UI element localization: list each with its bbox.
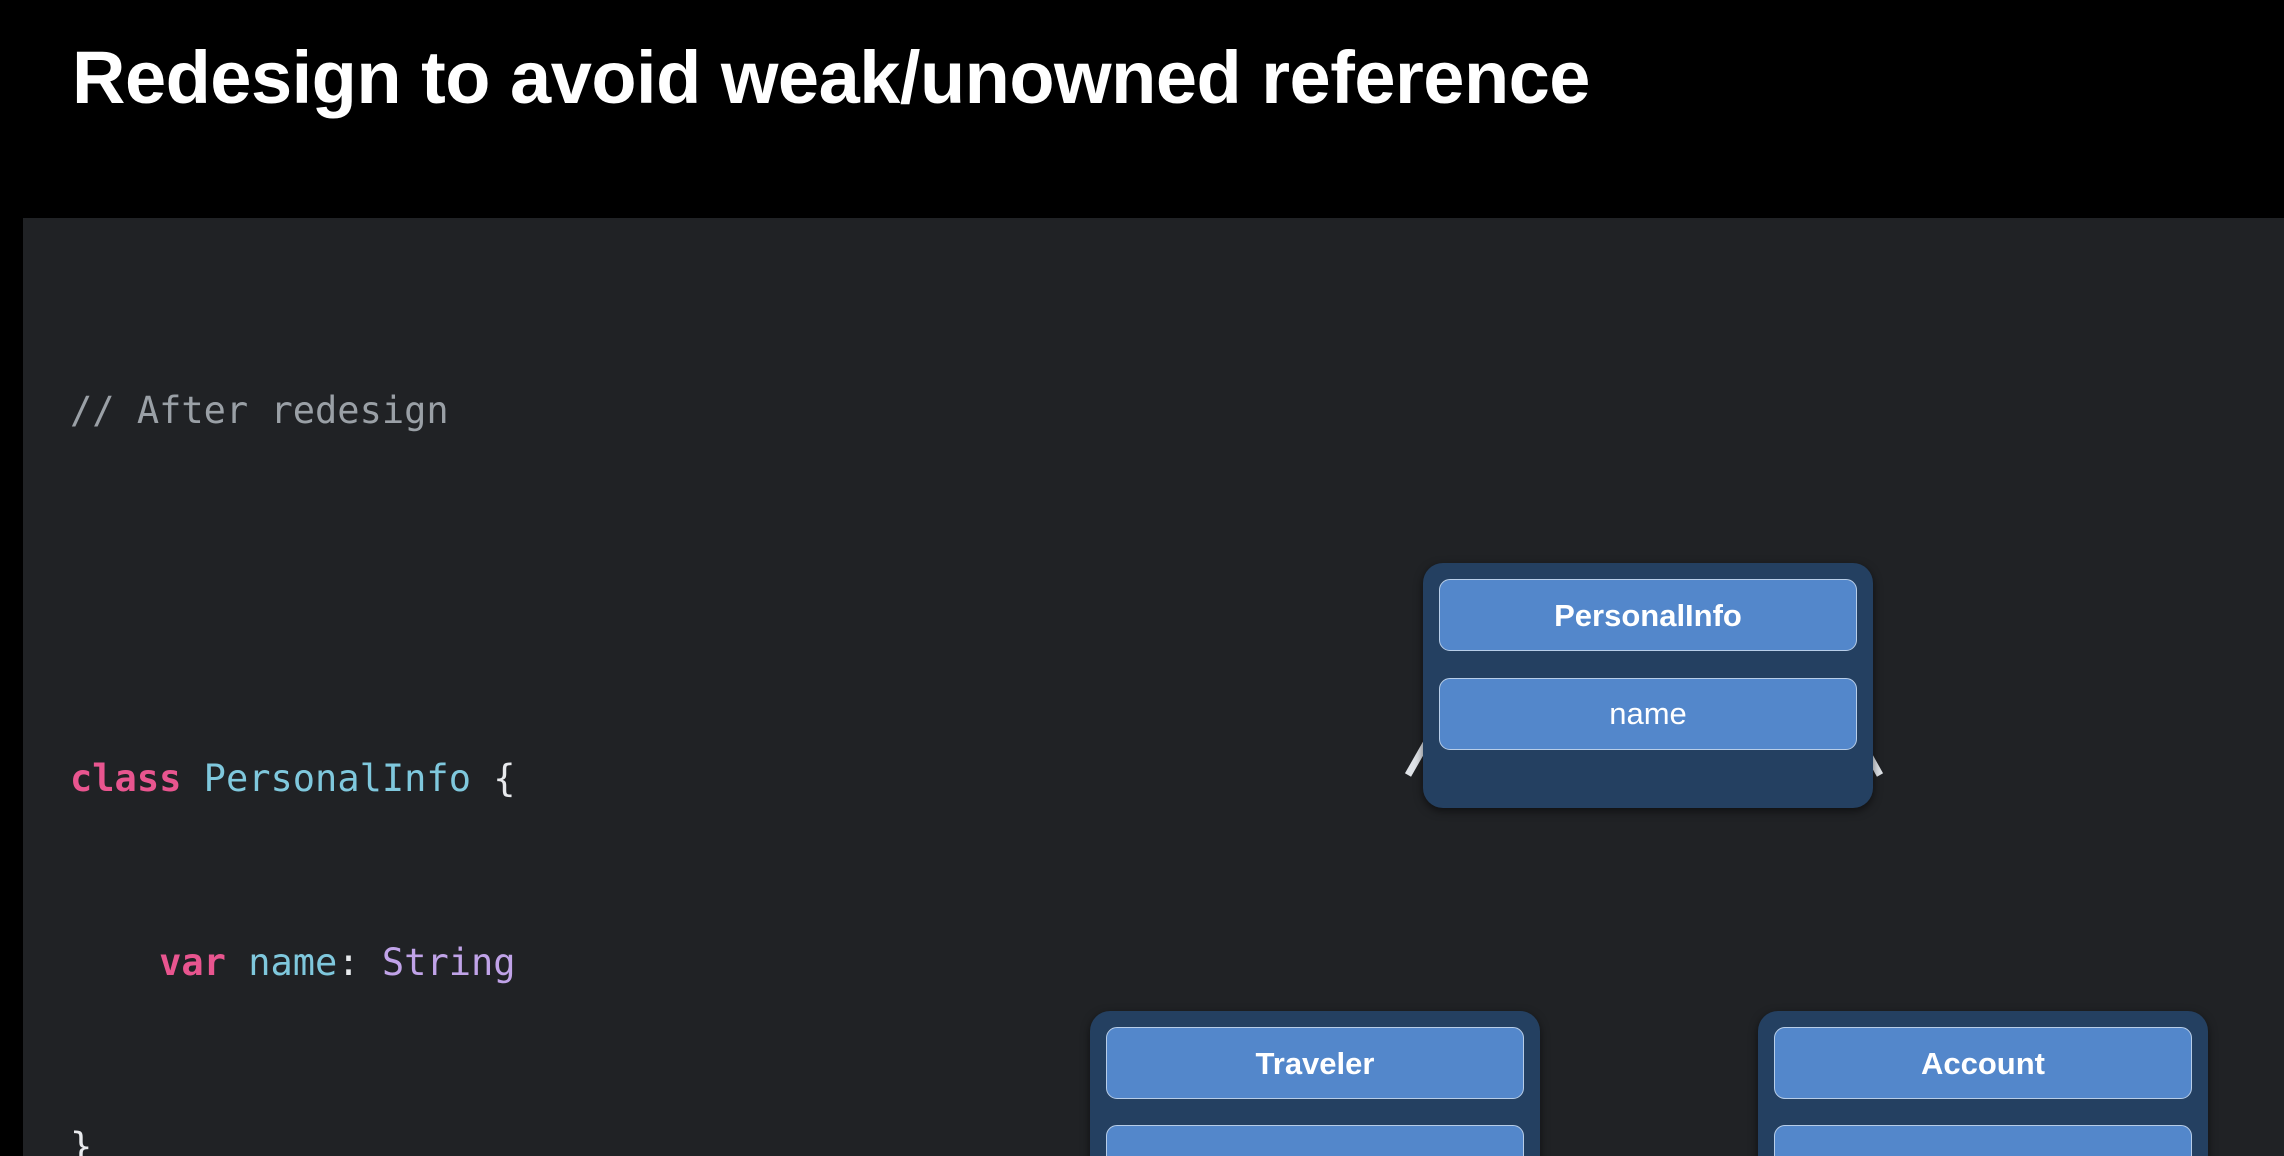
code-token-keyword: var <box>159 941 226 984</box>
class-box-title: Traveler <box>1106 1027 1524 1099</box>
page-title: Redesign to avoid weak/unowned reference <box>72 35 1590 119</box>
class-box-account[interactable]: Account info points <box>1758 1011 2208 1156</box>
code-token-brace: { <box>493 757 516 800</box>
code-block: // After redesign class PersonalInfo { v… <box>70 250 649 1156</box>
class-box-personalinfo[interactable]: PersonalInfo name <box>1423 563 1873 808</box>
class-box-title: Account <box>1774 1027 2192 1099</box>
code-line-blank <box>70 572 649 618</box>
class-property-row: name <box>1609 696 1687 731</box>
class-property-row: info <box>1107 1126 1523 1156</box>
content-panel: // After redesign class PersonalInfo { v… <box>23 218 2284 1156</box>
code-token-classname: PersonalInfo <box>203 757 471 800</box>
code-token-comment: // After redesign <box>70 389 449 432</box>
class-property-row: info <box>1775 1126 2191 1156</box>
class-box-properties: info points <box>1774 1125 2192 1156</box>
code-token-colon: : <box>337 941 360 984</box>
code-line: var name: String <box>70 940 649 986</box>
code-line: class PersonalInfo { <box>70 756 649 802</box>
class-box-properties: name <box>1439 678 1857 750</box>
code-token-property: name <box>248 941 338 984</box>
code-token-type: String <box>381 941 516 984</box>
code-line: // After redesign <box>70 388 649 434</box>
class-box-title: PersonalInfo <box>1439 579 1857 651</box>
code-token-keyword: class <box>70 757 182 800</box>
class-box-traveler[interactable]: Traveler info account <box>1090 1011 1540 1156</box>
class-box-properties: info account <box>1106 1125 1524 1156</box>
code-line: } <box>70 1124 649 1156</box>
code-token-brace: } <box>70 1125 93 1156</box>
